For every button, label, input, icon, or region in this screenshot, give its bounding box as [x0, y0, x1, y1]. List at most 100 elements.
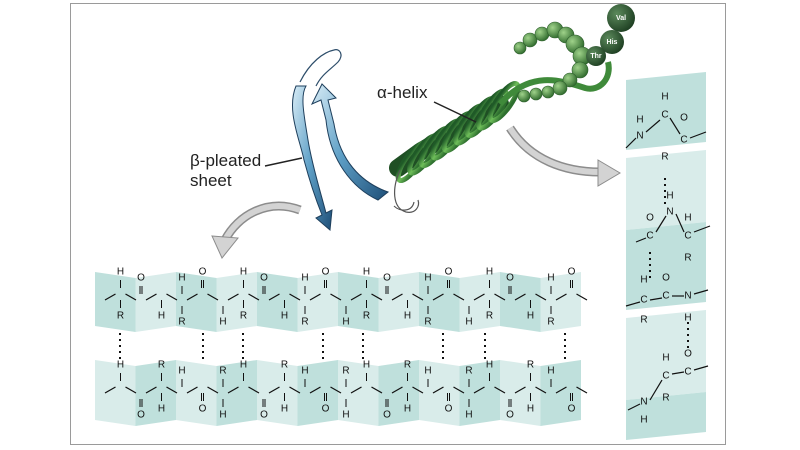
amino-acid-bead: [529, 87, 543, 101]
bond: [576, 386, 588, 394]
helix-atom: O: [646, 213, 654, 224]
bond: [125, 293, 137, 301]
backbone-band-segment: [216, 272, 257, 332]
backbone-band-segment: [95, 360, 136, 426]
helix-atom: O: [680, 113, 688, 124]
bond: [432, 293, 444, 301]
bond: [514, 386, 526, 394]
residue-thr-label: Thr: [590, 53, 602, 60]
sheet-top-h: H: [301, 273, 308, 284]
sheet-top-r: R: [363, 311, 370, 322]
sheet-top-h: H: [117, 267, 124, 278]
sheet-top-o: O: [445, 267, 453, 278]
backbone-band-segment: [176, 272, 217, 332]
helix-atom: C: [684, 367, 691, 378]
bond: [248, 386, 260, 394]
sheet-bottom-o: O: [260, 410, 268, 421]
backbone-band-segment: [257, 360, 298, 426]
backbone-band-segment: [626, 392, 706, 440]
bond: [535, 293, 547, 301]
amino-acid-bead: [522, 32, 538, 48]
helix-atom: O: [662, 273, 670, 284]
sheet-top-o: O: [137, 273, 145, 284]
backbone-band-segment: [378, 360, 419, 426]
sheet-top-h: H: [486, 267, 493, 278]
bond: [453, 386, 465, 394]
bond: [104, 293, 116, 301]
helix-callout-arrow: [506, 125, 621, 187]
bond: [645, 119, 661, 133]
residue-val-bead: Val: [607, 4, 635, 32]
backbone-band-segment: [378, 272, 419, 332]
bond: [412, 293, 424, 301]
backbone-band-segment: [257, 272, 298, 332]
helix-atom: H: [640, 415, 647, 426]
sheet-bottom-r: R: [342, 366, 349, 377]
sheet-bottom-h: H: [486, 360, 493, 371]
sheet-bottom-h: H: [404, 404, 411, 415]
sheet-callout-arrow: [211, 201, 302, 259]
sheet-top-h: H: [342, 317, 349, 328]
backbone-band-segment: [135, 272, 176, 332]
backbone-band-segment: [419, 360, 460, 426]
bond: [473, 293, 485, 301]
bond: [555, 293, 567, 301]
sheet-top-r: R: [178, 317, 185, 328]
atom-labels: HROHHROHHROHHROHHROHHROHHROHHROHORHHORHH…: [117, 92, 692, 426]
bond: [391, 386, 403, 394]
sheet-top-r: R: [424, 317, 431, 328]
sheet-top-h: H: [527, 311, 534, 322]
sheet-bottom-r: R: [527, 360, 534, 371]
bond: [186, 386, 198, 394]
sheet-bottom-h: H: [547, 366, 554, 377]
sheet-bottom-h: H: [117, 360, 124, 371]
bond: [576, 293, 588, 301]
bond: [371, 386, 383, 394]
helix-atom: C: [680, 135, 687, 146]
sheet-top-h: H: [281, 311, 288, 322]
sheet-top-o: O: [199, 267, 207, 278]
bond: [535, 386, 547, 394]
bond: [104, 386, 116, 394]
helix-atom: N: [666, 207, 673, 218]
bond: [145, 293, 157, 301]
backbone-band-segment: [500, 272, 541, 332]
amino-acid-bead: [571, 61, 589, 79]
bond: [166, 293, 178, 301]
sheet-bottom-o: O: [137, 410, 145, 421]
bond: [649, 379, 663, 401]
helix-atom: H: [666, 191, 673, 202]
sheet-top-h: H: [158, 311, 165, 322]
backbone-band-segment: [176, 360, 217, 426]
bond: [309, 293, 321, 301]
sheet-top-r: R: [301, 317, 308, 328]
sheet-bottom-h: H: [240, 360, 247, 371]
sheet-top-h: H: [178, 273, 185, 284]
residue-his-bead: His: [600, 30, 624, 54]
sheet-bottom-h: H: [342, 410, 349, 421]
bond: [453, 293, 465, 301]
backbone-band-segment: [216, 360, 257, 426]
bond: [675, 213, 685, 233]
bond: [391, 293, 403, 301]
sheet-bottom-o: O: [445, 404, 453, 415]
sheet-top-o: O: [506, 273, 514, 284]
sheet-bottom-o: O: [322, 404, 330, 415]
sheet-bottom-h: H: [363, 360, 370, 371]
backbone-band-segment: [297, 272, 338, 332]
amino-acid-bead: [562, 72, 578, 88]
residue-val-label: Val: [616, 15, 626, 22]
hydrogen-bonds: [119, 178, 689, 362]
sheet-top-h: H: [424, 273, 431, 284]
helix-atom: R: [684, 253, 691, 264]
sheet-bottom-h: H: [219, 410, 226, 421]
helix-atom: C: [646, 231, 653, 242]
sheet-top-h: H: [240, 267, 247, 278]
bond: [649, 297, 663, 301]
sheet-top-h: H: [363, 267, 370, 278]
backbone-band-segment: [540, 360, 581, 426]
sheet-top-h: H: [547, 273, 554, 284]
amino-acid-bead: [541, 85, 555, 99]
sheet-bottom-r: R: [281, 360, 288, 371]
